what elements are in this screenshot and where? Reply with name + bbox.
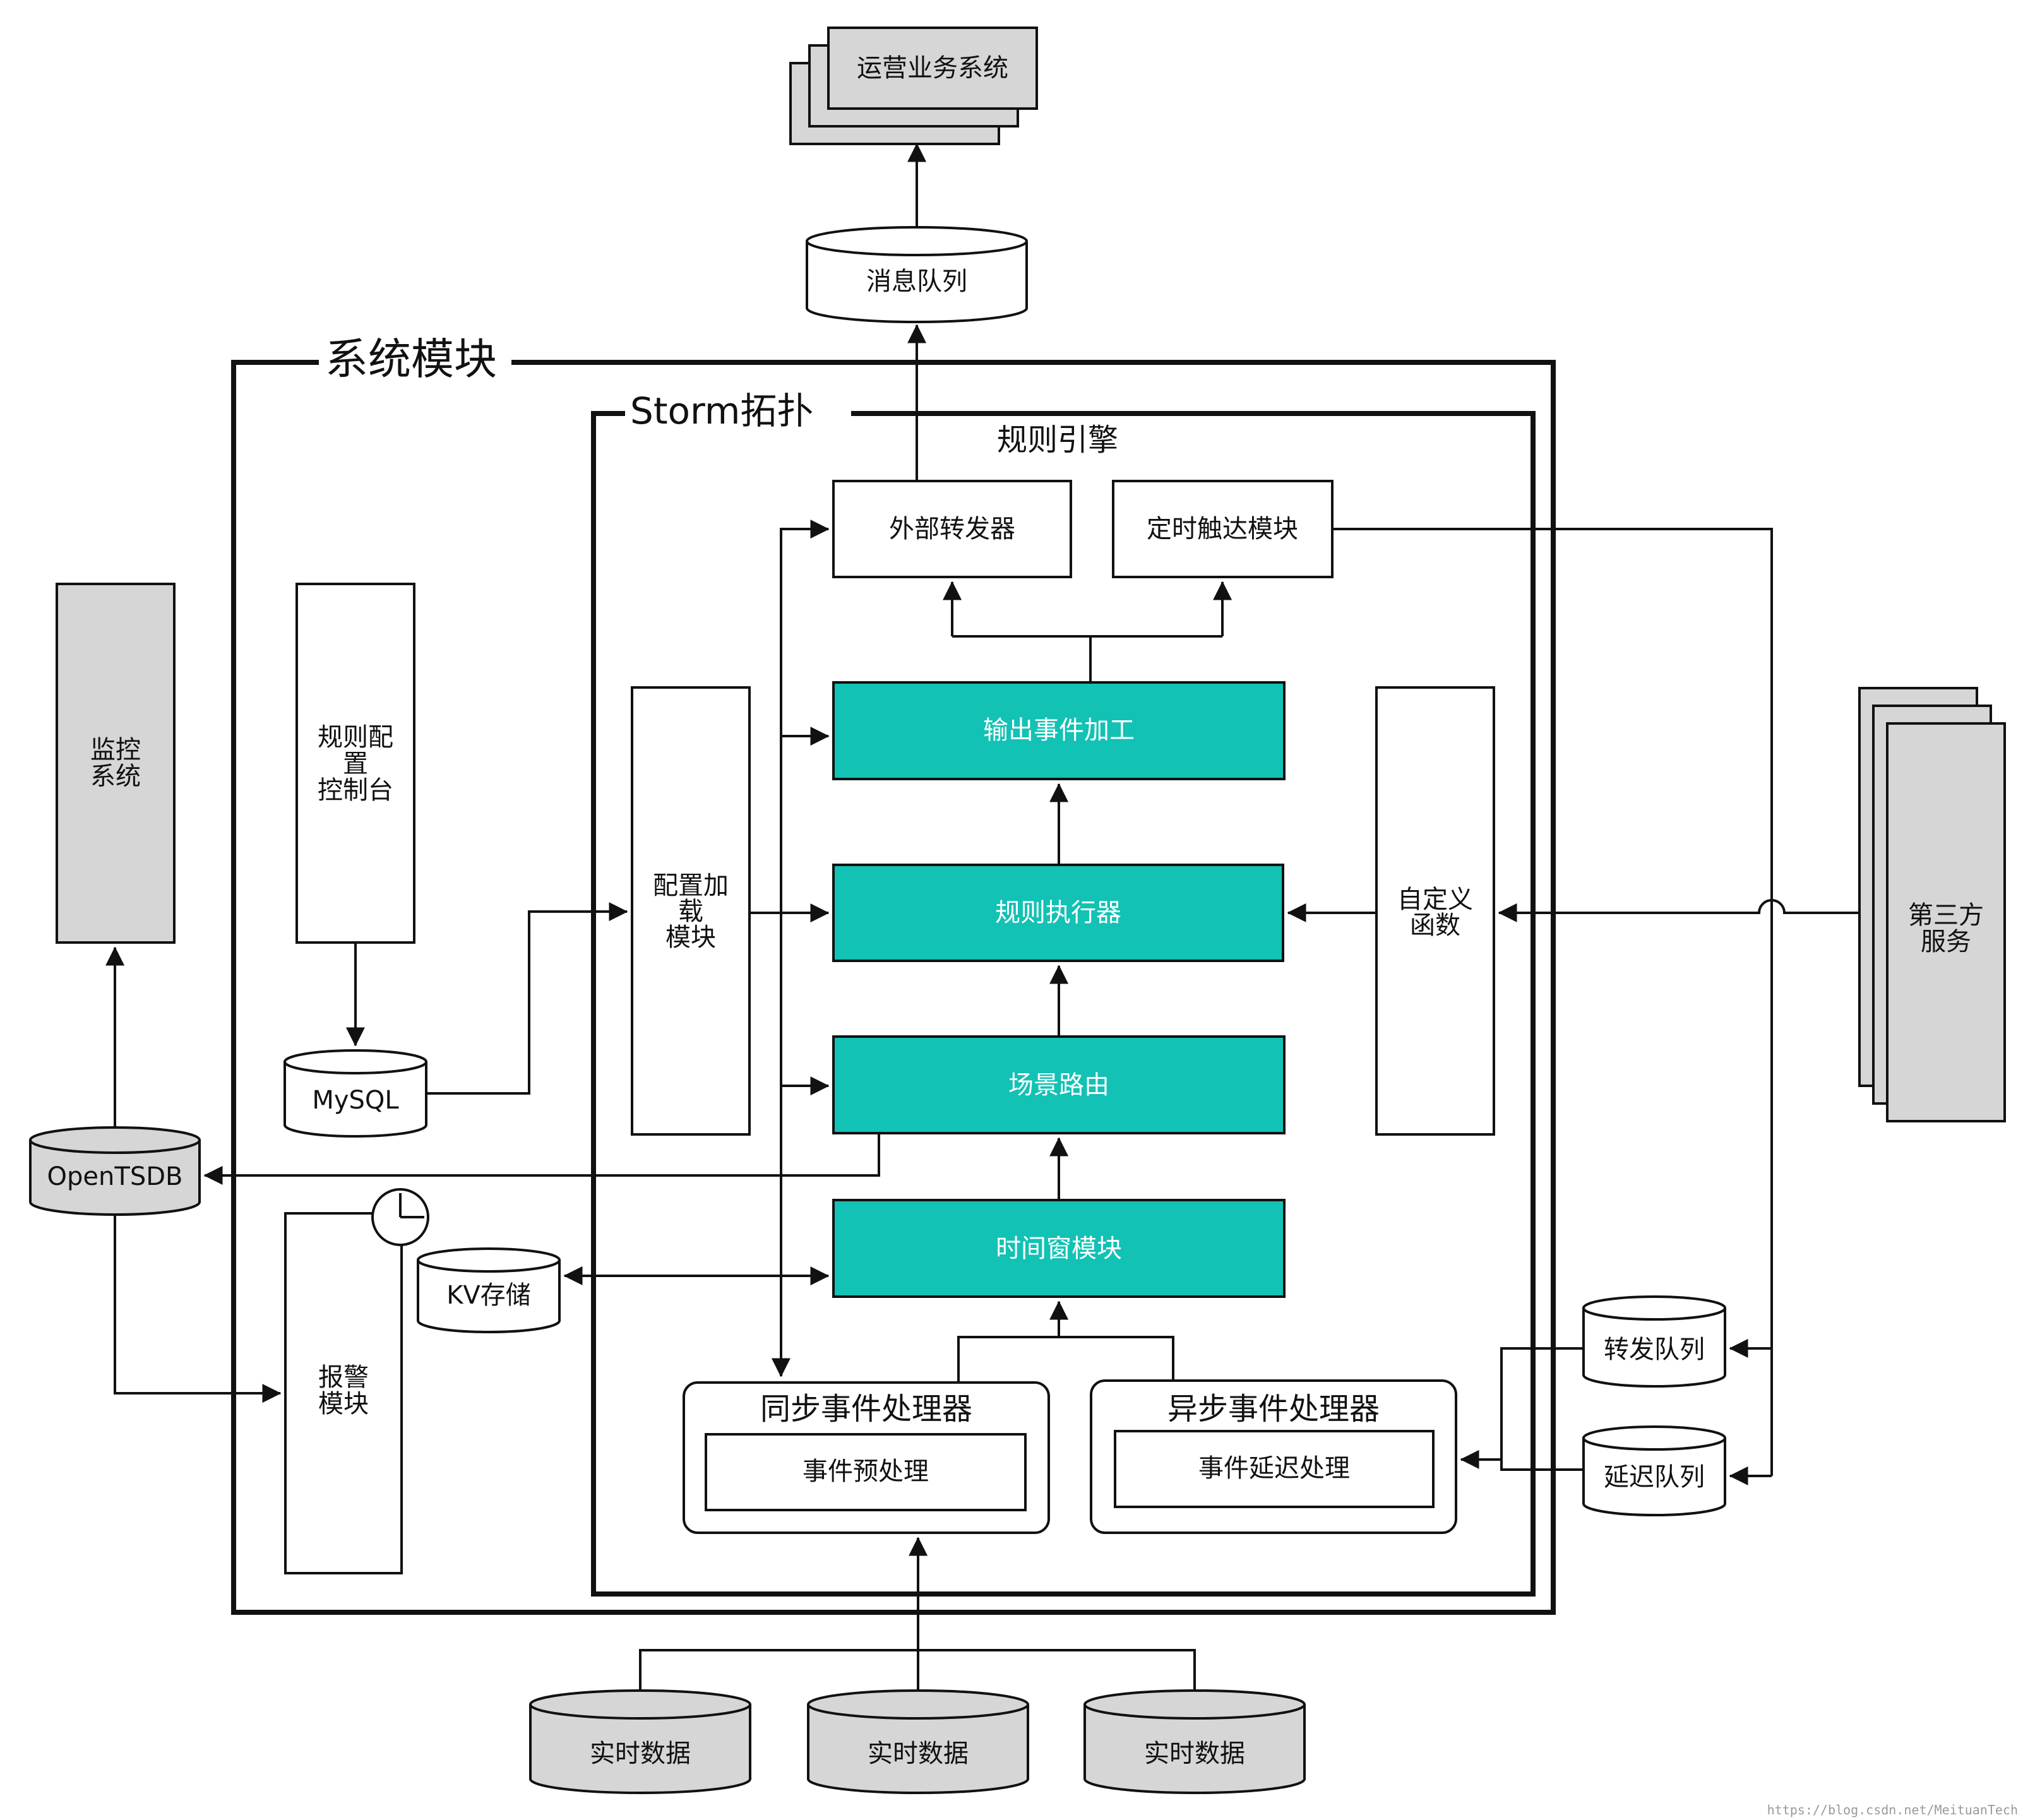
timed-reach-box — [1112, 480, 1334, 578]
rule-console-line3: 控制台 — [318, 776, 393, 805]
realtime-data-2: 实时数据 — [807, 1689, 1029, 1794]
alarm-module-line1: 报警 — [318, 1363, 369, 1392]
ops-system-label: 运营业务系统 — [857, 54, 1008, 83]
monitoring-system-line1: 监控 — [90, 735, 141, 764]
rule-console-line1: 规则配 — [318, 723, 393, 752]
rule-executor-label: 规则执行器 — [995, 898, 1121, 927]
kv-storage-db: KV存储 — [417, 1247, 561, 1333]
sync-handler-label: 同步事件处理器 — [760, 1391, 972, 1427]
scene-routing-box — [832, 1035, 1286, 1134]
opentsdb-db: OpenTSDB — [29, 1126, 201, 1216]
mysql-db: MySQL — [283, 1049, 427, 1138]
rule-engine-title: 规则引擎 — [997, 422, 1118, 458]
system-module-frame — [231, 360, 1556, 1615]
storm-topology-frame — [591, 411, 1536, 1597]
event-delay-box — [1114, 1430, 1435, 1508]
third-party-line2: 服务 — [1921, 927, 1971, 956]
delay-queue-label: 延迟队列 — [1604, 1463, 1705, 1492]
config-loader-line2: 载 — [678, 897, 703, 926]
third-party-line1: 第三方 — [1908, 901, 1984, 930]
config-loader-line1: 配置加 — [653, 871, 729, 900]
clock-icon — [371, 1188, 429, 1246]
config-loader-line3: 模块 — [665, 923, 716, 952]
time-window-label: 时间窗模块 — [996, 1234, 1122, 1263]
rule-console-line2: 置 — [343, 749, 368, 778]
third-party-service: 第三方 服务 — [1858, 687, 2006, 1122]
realtime-data-1-label: 实时数据 — [590, 1739, 691, 1768]
event-preprocess-label: 事件预处理 — [803, 1457, 929, 1486]
config-loader-box — [631, 686, 751, 1136]
alarm-module-box — [284, 1212, 403, 1574]
event-preprocess-box — [705, 1433, 1027, 1511]
opentsdb-label: OpenTSDB — [47, 1162, 183, 1191]
message-queue-label: 消息队列 — [866, 267, 967, 296]
watermark: https://blog.csdn.net/MeituanTech — [1767, 1802, 2018, 1817]
forward-queue-db: 转发队列 — [1582, 1295, 1726, 1388]
monitoring-system-box — [56, 583, 176, 944]
sync-handler: 同步事件处理器 事件预处理 — [683, 1381, 1050, 1534]
time-window-box — [832, 1199, 1286, 1298]
external-forwarder-label: 外部转发器 — [889, 514, 1015, 544]
realtime-data-3: 实时数据 — [1083, 1689, 1306, 1794]
kv-storage-label: KV存储 — [446, 1281, 531, 1310]
custom-function-box — [1375, 686, 1495, 1136]
ops-system: 运营业务系统 — [789, 27, 1038, 145]
message-queue: 消息队列 — [806, 226, 1028, 323]
rule-executor-box — [832, 864, 1284, 962]
custom-function-line1: 自定义 — [1397, 885, 1473, 914]
storm-topology-title: Storm拓扑 — [630, 390, 813, 432]
output-event-processing-label: 输出事件加工 — [983, 716, 1135, 745]
custom-function-line2: 函数 — [1410, 911, 1460, 940]
realtime-data-1: 实时数据 — [529, 1689, 751, 1794]
delay-queue-db: 延迟队列 — [1582, 1425, 1726, 1516]
realtime-data-2-label: 实时数据 — [868, 1739, 969, 1768]
scene-routing-label: 场景路由 — [1008, 1071, 1109, 1100]
async-handler: 异步事件处理器 事件延迟处理 — [1090, 1379, 1457, 1534]
mysql-label: MySQL — [312, 1086, 399, 1115]
forward-queue-label: 转发队列 — [1604, 1335, 1705, 1364]
realtime-data-3-label: 实时数据 — [1144, 1739, 1245, 1768]
system-module-title: 系统模块 — [325, 335, 497, 385]
rule-console-box — [295, 583, 415, 944]
output-event-processing-box — [832, 681, 1286, 780]
async-handler-label: 异步事件处理器 — [1167, 1391, 1380, 1427]
connectors — [105, 143, 1859, 1691]
alarm-module-line2: 模块 — [318, 1389, 369, 1419]
timed-reach-label: 定时触达模块 — [1147, 514, 1298, 544]
event-delay-label: 事件延迟处理 — [1198, 1454, 1350, 1483]
monitoring-system-line2: 系统 — [90, 762, 141, 791]
